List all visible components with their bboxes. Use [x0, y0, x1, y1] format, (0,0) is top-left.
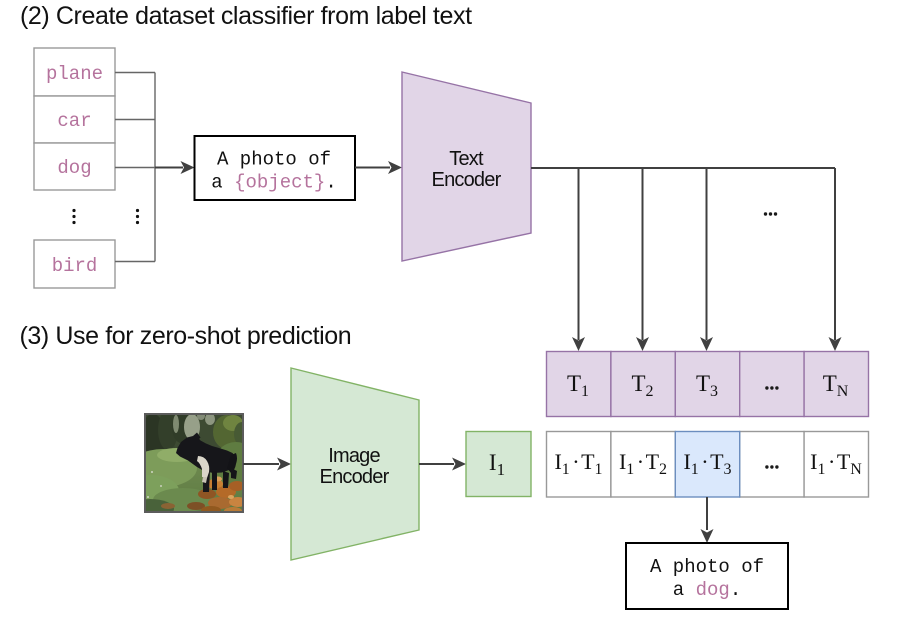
svg-text:dog: dog — [57, 157, 91, 179]
svg-text:A photo of: A photo of — [217, 149, 331, 171]
svg-text:plane: plane — [46, 63, 103, 85]
svg-text:Text: Text — [449, 148, 484, 170]
svg-text:TN: TN — [823, 371, 849, 400]
svg-text:a dog.: a dog. — [673, 579, 741, 601]
svg-text:(2) Create dataset classifier: (2) Create dataset classifier from label… — [20, 2, 472, 30]
svg-text:bird: bird — [52, 255, 98, 277]
svg-text:(3) Use for zero-shot predicti: (3) Use for zero-shot prediction — [20, 322, 352, 350]
svg-text:A photo of: A photo of — [650, 556, 764, 578]
svg-text:Encoder: Encoder — [432, 169, 502, 191]
svg-text:Image: Image — [328, 445, 380, 467]
svg-text:Encoder: Encoder — [320, 466, 390, 488]
svg-text:a {object}.: a {object}. — [211, 172, 336, 194]
svg-text:I1·T3: I1·T3 — [683, 449, 731, 478]
svg-text:I1·T2: I1·T2 — [619, 449, 667, 478]
svg-text:car: car — [57, 110, 91, 132]
